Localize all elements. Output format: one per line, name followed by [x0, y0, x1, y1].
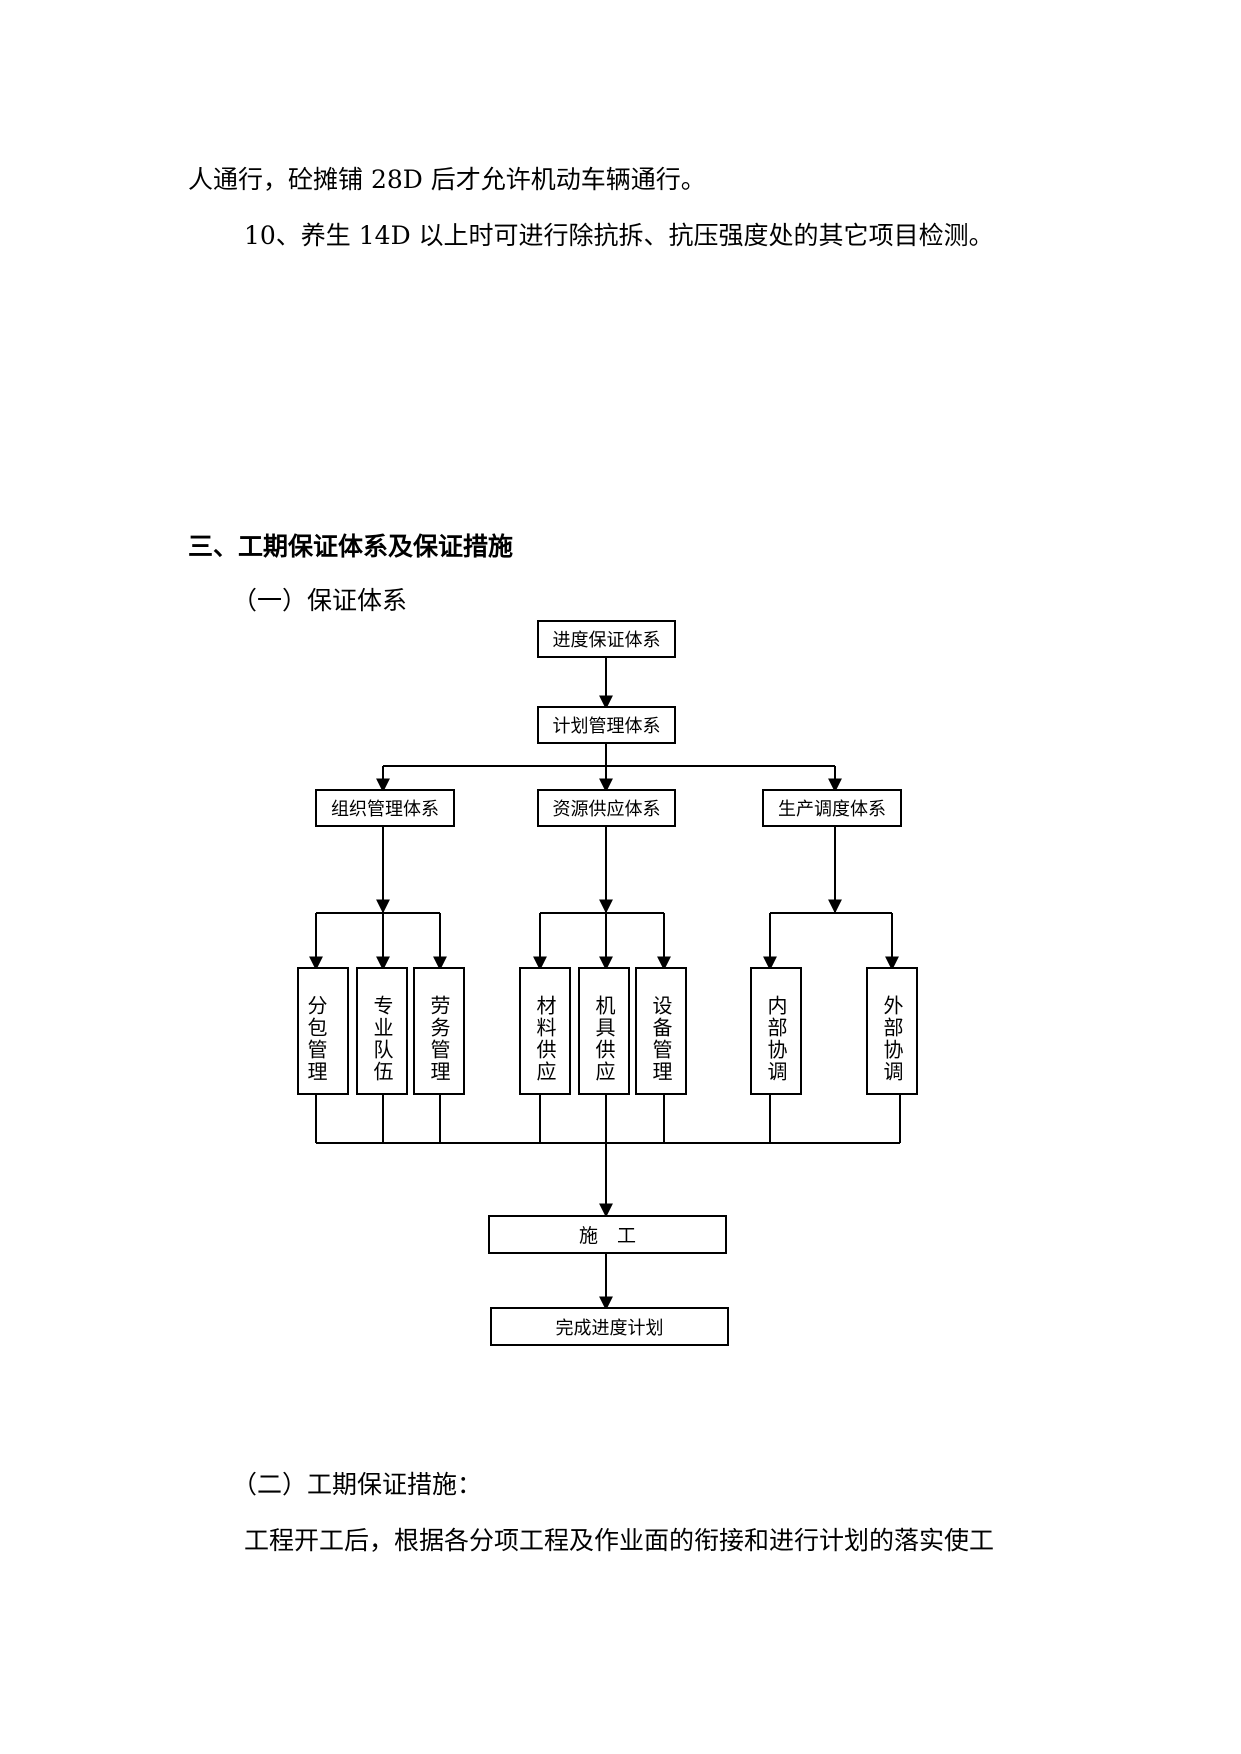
svg-text:进度保证体系: 进度保证体系 [553, 630, 661, 651]
paragraph-line: 工程开工后，根据各分项工程及作业面的衔接和进行计划的落实使工 [244, 1526, 995, 1555]
leaf-internal: 内部协调 [750, 967, 802, 1095]
leaf-machinery-label: 机具供应 [592, 995, 616, 1083]
section-heading: 三、工期保证体系及保证措施 [188, 532, 514, 561]
text-line-1: 人通行，砼摊铺 28D 后才允许机动车辆通行。 [188, 165, 706, 194]
leaf-subcontract-label: 分包管理 [304, 995, 328, 1083]
subheading-guarantee-measures: （二）工期保证措施： [232, 1470, 483, 1499]
leaf-external-label: 外部协调 [880, 995, 904, 1083]
leaf-equipment: 设备管理 [635, 967, 687, 1095]
connector-lines [309, 657, 901, 1311]
node-plan: 计划管理体系 [537, 706, 676, 744]
text-line-2: 10、养生 14D 以上时可进行除抗拆、抗压强度处的其它项目检测。 [244, 221, 994, 250]
leaf-professional-team: 专业队伍 [356, 967, 408, 1095]
node-root: 进度保证体系 [537, 620, 676, 658]
node-organization: 组织管理体系 [315, 789, 455, 827]
svg-text:施 工: 施 工 [579, 1225, 636, 1247]
node-finish: 完成进度计划 [490, 1307, 729, 1346]
leaf-material-label: 材料供应 [533, 995, 557, 1083]
leaf-external: 外部协调 [866, 967, 918, 1095]
svg-text:组织管理体系: 组织管理体系 [331, 799, 439, 820]
svg-text:生产调度体系: 生产调度体系 [778, 799, 886, 820]
node-construction: 施 工 [488, 1215, 727, 1254]
subheading-guarantee-system: （一）保证体系 [232, 586, 408, 615]
leaf-machinery: 机具供应 [578, 967, 630, 1095]
leaf-subcontract: 分包管理 [297, 967, 349, 1095]
svg-text:资源供应体系: 资源供应体系 [553, 799, 661, 820]
leaf-labor-label: 劳务管理 [427, 995, 451, 1083]
leaf-professional-team-label: 专业队伍 [370, 995, 394, 1083]
leaf-labor: 劳务管理 [413, 967, 465, 1095]
svg-text:完成进度计划: 完成进度计划 [556, 1318, 664, 1339]
leaf-internal-label: 内部协调 [764, 995, 788, 1083]
leaf-equipment-label: 设备管理 [649, 995, 673, 1083]
leaf-material: 材料供应 [519, 967, 571, 1095]
node-dispatch: 生产调度体系 [762, 789, 902, 827]
node-resource: 资源供应体系 [537, 789, 676, 827]
svg-text:计划管理体系: 计划管理体系 [553, 716, 661, 737]
